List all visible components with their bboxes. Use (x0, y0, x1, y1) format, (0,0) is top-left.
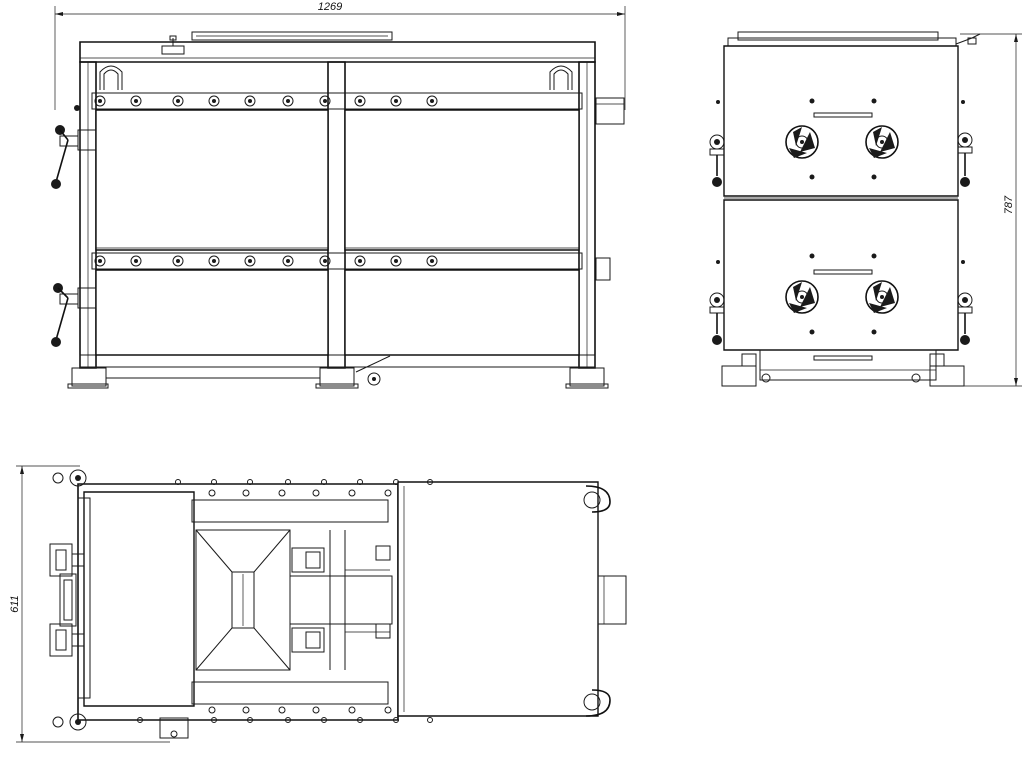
top-view-bolt-row-bottom (138, 707, 433, 723)
width-dimension-label: 611 (9, 595, 21, 613)
side-handle-left-lower (710, 293, 724, 345)
top-view-bolt-row-top (176, 480, 433, 497)
height-dimension: 787 (960, 34, 1022, 386)
top-view-handle-lower (50, 624, 84, 656)
side-handle-right-upper (958, 133, 972, 187)
upper-clamp-knob-1 (786, 126, 818, 158)
front-view: 1269 (51, 1, 625, 388)
upper-bolt-row (95, 96, 437, 106)
lower-clamp-handle (51, 278, 96, 347)
side-handle-right-lower (958, 293, 972, 345)
length-dimension-label: 1269 (318, 1, 342, 13)
lower-bolt-row (95, 256, 437, 266)
width-dimension: 611 (9, 466, 170, 742)
top-view: 611 (9, 466, 626, 742)
lower-clamp-knob-2 (866, 281, 898, 313)
side-view: 787 (710, 32, 1022, 386)
top-view-handle-upper (50, 544, 84, 576)
upper-clamp-knob-2 (866, 126, 898, 158)
side-handle-left-upper (710, 135, 724, 187)
upper-clamp-handle (51, 120, 96, 189)
length-dimension: 1269 (55, 1, 625, 110)
height-dimension-label: 787 (1003, 195, 1015, 214)
lower-clamp-knob-1 (786, 281, 818, 313)
